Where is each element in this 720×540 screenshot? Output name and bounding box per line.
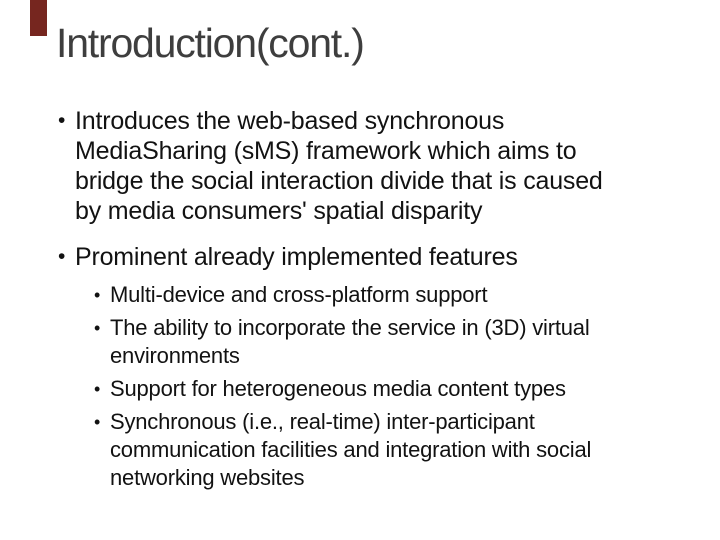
bullet-line: environments xyxy=(110,343,240,368)
bullet-text: Support for heterogeneous media content … xyxy=(110,376,566,401)
bullet-text: Synchronous (i.e., real-time) inter-part… xyxy=(110,409,591,490)
bullet-line: MediaSharing (sMS) framework which aims … xyxy=(75,137,577,165)
bullet-icon: • xyxy=(94,318,101,338)
bullet-line: Introduces the web-based synchronous xyxy=(75,107,505,135)
bullet-icon: • xyxy=(58,245,66,268)
slide-title: Introduction(cont.) xyxy=(56,20,365,66)
bullet-line: bridge the social interaction divide tha… xyxy=(75,167,603,195)
bullet-line: communication facilities and integration… xyxy=(110,437,592,462)
bullet-item: • The ability to incorporate the service … xyxy=(45,314,710,370)
bullet-line: Support for heterogeneous media content … xyxy=(110,376,566,401)
accent-bar xyxy=(30,0,47,36)
bullet-line: Prominent already implemented features xyxy=(75,243,518,271)
bullet-line: networking websites xyxy=(110,465,305,490)
bullet-line: by media consumers' spatial disparity xyxy=(75,197,483,225)
bullet-line: Synchronous (i.e., real-time) inter-part… xyxy=(110,409,535,434)
bullet-line: The ability to incorporate the service i… xyxy=(110,315,590,340)
bullet-text: Multi-device and cross-platform support xyxy=(110,282,488,307)
bullet-icon: • xyxy=(94,412,101,432)
bullet-text: The ability to incorporate the service i… xyxy=(110,315,590,368)
bullet-text: Prominent already implemented features xyxy=(75,243,518,271)
bullet-line: Multi-device and cross-platform support xyxy=(110,282,488,307)
bullet-item: • Multi-device and cross-platform support xyxy=(45,281,710,309)
bullet-icon: • xyxy=(94,285,101,305)
bullet-item: • Support for heterogeneous media content… xyxy=(45,375,710,403)
bullet-icon: • xyxy=(58,109,66,132)
bullet-icon: • xyxy=(94,379,101,399)
bullet-item: • Prominent already implemented features xyxy=(45,242,710,272)
bullet-item: • Synchronous (i.e., real-time) inter-par… xyxy=(45,408,710,492)
